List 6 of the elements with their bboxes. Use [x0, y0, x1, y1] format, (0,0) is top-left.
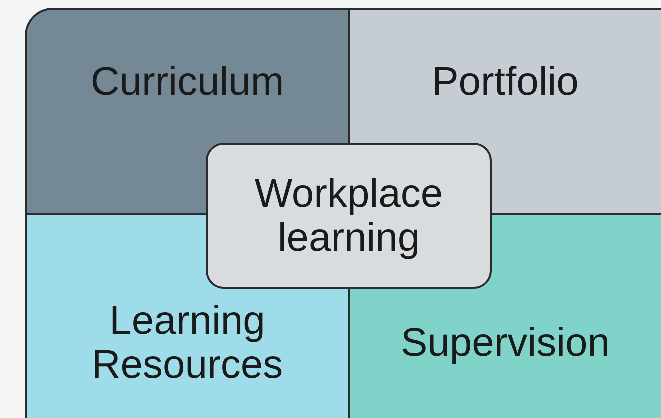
center-label: Workplace learning	[254, 172, 444, 260]
center-box	[206, 143, 492, 289]
quadrant-label: Curriculum	[90, 60, 284, 104]
quadrant-label: Portfolio	[432, 60, 579, 104]
quadrant-label: Learning Resources	[90, 299, 284, 387]
quadrant-label: Supervision	[400, 321, 610, 365]
